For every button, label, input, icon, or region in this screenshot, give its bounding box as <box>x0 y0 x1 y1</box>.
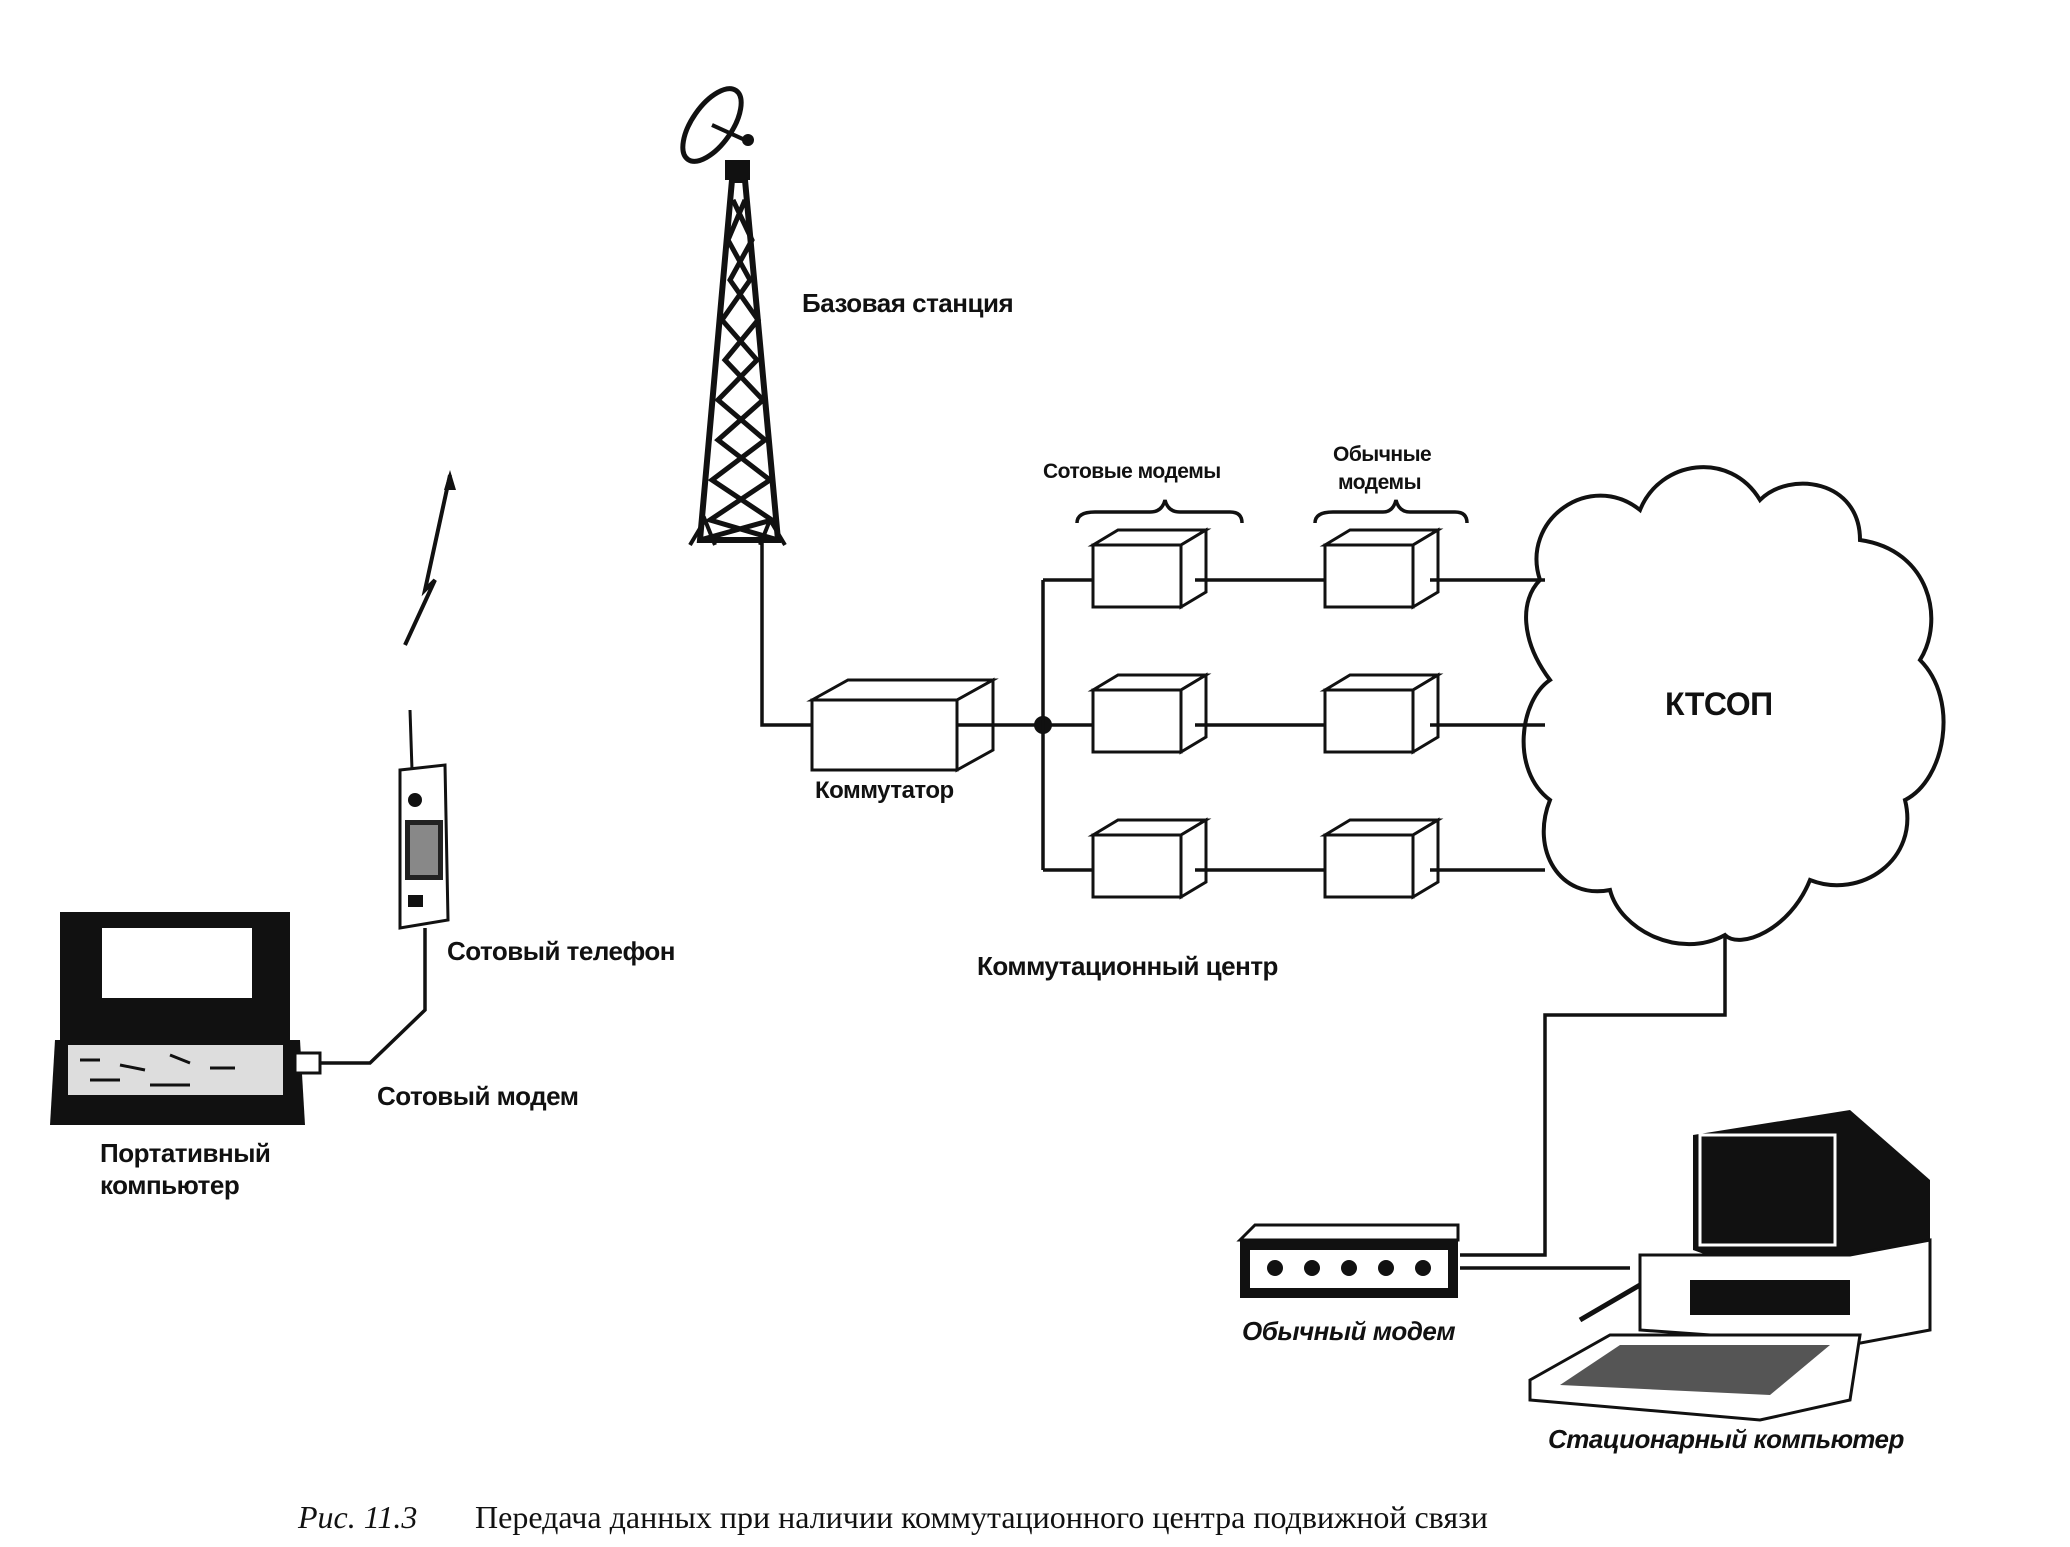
cell-modems-label: Сотовые модемы <box>1043 460 1221 483</box>
laptop-label-2: компьютер <box>100 1170 239 1200</box>
cell-modems-brace <box>1075 499 1244 524</box>
cell-modems-group <box>1087 527 1212 900</box>
cell-modem-box-2 <box>1087 672 1212 755</box>
regular-modem-box-1 <box>1319 527 1444 610</box>
pstn-label: КТСОП <box>1665 686 1773 722</box>
switching-center-label: Коммутационный центр <box>977 951 1278 981</box>
cell-modem-label: Сотовый модем <box>377 1081 578 1111</box>
cell-phone-label: Сотовый телефон <box>447 936 675 966</box>
cell-modem-box-1 <box>1087 527 1212 610</box>
switch-label: Коммутатор <box>815 777 954 804</box>
laptop-label-1: Портативный <box>100 1138 270 1168</box>
regular-modems-label-1: Обычные <box>1333 443 1431 466</box>
switch-box-icon <box>806 677 999 773</box>
base-station-label: Базовая станция <box>802 288 1013 318</box>
desktop-label: Стационарный компьютер <box>1548 1424 1904 1454</box>
regular-modem-label: Обычный модем <box>1242 1316 1455 1346</box>
arrow-icon <box>444 470 456 490</box>
cell-modem-box-3 <box>1087 817 1212 900</box>
pstn-cloud-icon <box>1521 465 1946 947</box>
regular-modem-icon <box>1236 1223 1460 1298</box>
regular-modems-label-2: модемы <box>1338 471 1421 494</box>
regular-modems-group <box>1319 527 1444 900</box>
regular-modem-box-3 <box>1319 817 1444 900</box>
figure-number: Рис. 11.3 <box>297 1499 417 1535</box>
pstn-modem-link <box>1460 935 1727 1257</box>
regular-modem-box-2 <box>1319 672 1444 755</box>
base-station-tower-icon <box>680 86 787 547</box>
desktop-computer-icon <box>1528 1110 1932 1422</box>
laptop-icon <box>50 912 322 1125</box>
tower-switch-link <box>760 540 812 727</box>
phone-laptop-cable <box>320 928 427 1065</box>
wireless-signal-icon <box>403 474 452 646</box>
regular-modems-brace <box>1313 499 1469 524</box>
cell-phone-icon <box>398 709 450 930</box>
branch-links <box>1041 578 1093 872</box>
figure-caption: Передача данных при наличии коммутационн… <box>475 1499 1488 1535</box>
